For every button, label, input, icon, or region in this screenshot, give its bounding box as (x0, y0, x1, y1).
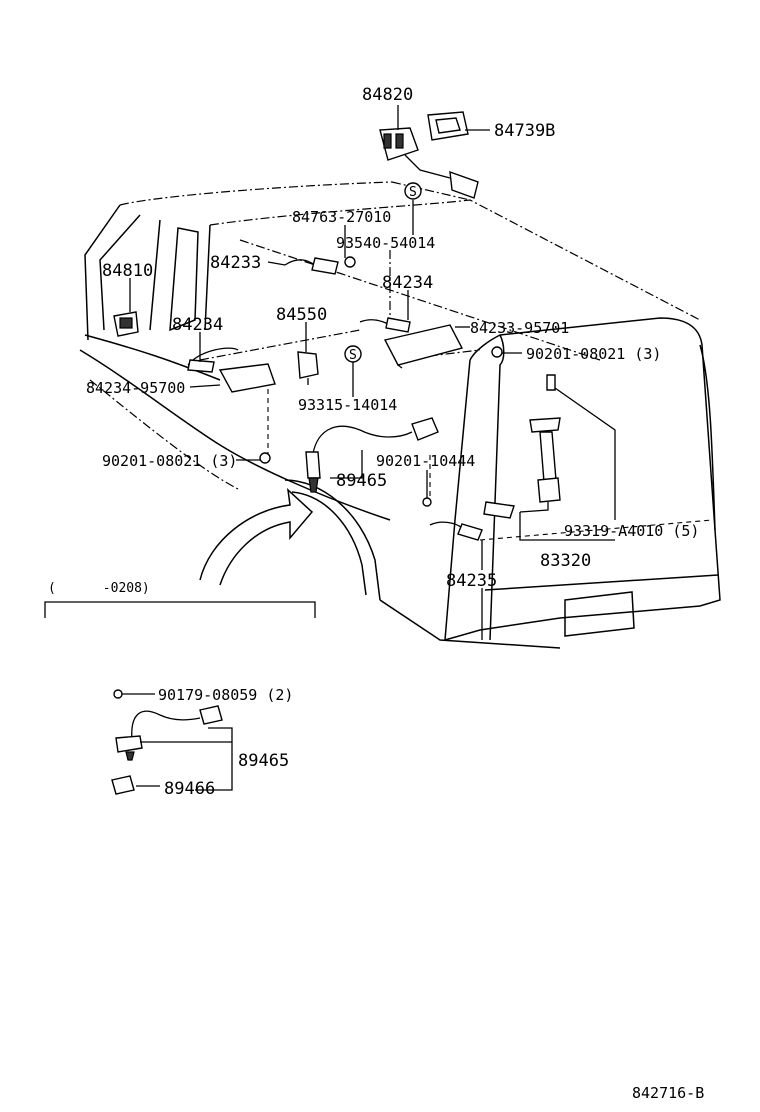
wire-84235 (429, 521, 483, 541)
fuel-sender-83320 (483, 374, 561, 519)
oxygen-sensor-89465-main (305, 417, 439, 493)
leader-89465-inset-bracket (195, 727, 233, 791)
leader-93319-a (554, 387, 616, 520)
label-90201-08021-left: 90201-08021 (3) (102, 452, 237, 470)
wire-84233 (284, 256, 356, 275)
leader-89465-main (330, 450, 363, 479)
inset-sensor-tip (125, 751, 135, 761)
bracket-84234-95700 (218, 363, 276, 393)
label-90201-08021-right: 90201-08021 (3) (526, 345, 661, 363)
label-84234-95700: 84234-95700 (86, 379, 185, 397)
bumper-crease (484, 574, 719, 591)
wire-84234-left (187, 347, 276, 393)
hitch-plate (564, 591, 635, 637)
body-side-crease (79, 349, 391, 521)
nut-90201-08021-left (259, 452, 271, 464)
leader-84234-95700 (189, 384, 221, 388)
bolt-93319-a4010 (546, 374, 556, 391)
body-belt-line (84, 334, 221, 381)
label-84820: 84820 (362, 85, 413, 105)
part-number-labels: 84820 84739B 84763-27010 93540-54014 848… (48, 85, 704, 1102)
label-84234-left: 84234 (172, 315, 223, 335)
nut-90201-08021-right (491, 346, 503, 358)
wheel-arch-outer (284, 479, 381, 601)
label-bracket-note: ( -0208) (48, 581, 150, 596)
roof-rear-line (391, 181, 471, 201)
leader-83320 (519, 512, 615, 541)
b-pillar (149, 219, 161, 331)
label-84233: 84233 (210, 253, 261, 273)
screw-marker-lower-text: S (349, 348, 357, 363)
wheel-arch-inner (291, 491, 367, 596)
bezel-84739b (427, 111, 469, 141)
label-83320: 83320 (540, 551, 591, 571)
label-93540-54014: 93540-54014 (336, 234, 435, 252)
label-93319-a4010: 93319-A4010 (5) (564, 522, 699, 540)
inset-panel (44, 601, 316, 795)
cab-roof-line (119, 181, 393, 206)
inset-sensor-wire (131, 710, 201, 741)
label-84763-27010: 84763-27010 (292, 208, 391, 226)
label-93315-14014: 93315-14014 (298, 396, 397, 414)
clip-93540-marker (344, 256, 356, 268)
relay-84550 (297, 351, 319, 385)
label-84235: 84235 (446, 571, 497, 591)
door-window-frame (99, 214, 141, 331)
screw-marker-upper: S (404, 182, 422, 200)
c-pillar (204, 224, 211, 331)
vehicle-body-outline (79, 181, 721, 649)
bed-corner-edge (489, 334, 505, 641)
label-84234-upper: 84234 (382, 273, 433, 293)
figure-code: 842716-B (632, 1084, 704, 1102)
bumper-top-dash (479, 519, 713, 541)
switch-84820 (379, 127, 479, 199)
label-89465-main: 89465 (336, 471, 387, 491)
label-84739b: 84739B (494, 121, 555, 141)
label-90201-10444: 90201-10444 (376, 452, 475, 470)
inset-sensor-connector (199, 705, 223, 725)
nut-90201-10444 (422, 497, 432, 507)
bed-side-edge (444, 359, 471, 641)
bolt-90179-08059 (113, 689, 123, 699)
label-84810: 84810 (102, 261, 153, 281)
assembly-arrow (199, 488, 314, 586)
rocker-line (379, 599, 561, 649)
inset-sensor-body (115, 735, 143, 753)
side-lower-dash (89, 379, 241, 491)
rear-lamp-edge (699, 344, 716, 531)
bracket-84233-95701 (383, 324, 464, 369)
wire-84234-upper (359, 317, 411, 333)
cab-front-pillar (84, 204, 121, 341)
switch-84810 (113, 311, 139, 337)
leader-84233 (267, 261, 286, 266)
ref-line-d (199, 329, 361, 361)
gasket-89466 (111, 775, 135, 795)
label-84233-95701: 84233-95701 (470, 319, 569, 337)
screw-marker-lower: S (344, 345, 362, 363)
bed-top-line (209, 199, 701, 321)
bed-rear-panel (444, 317, 721, 641)
label-90179-08059: 90179-08059 (2) (158, 686, 293, 704)
label-89465-inset: 89465 (238, 751, 289, 771)
screw-marker-upper-text: S (409, 185, 417, 200)
inset-bracket-line (44, 601, 316, 618)
label-leaders (129, 105, 616, 640)
label-84550: 84550 (276, 305, 327, 325)
label-89466: 89466 (164, 779, 215, 799)
rear-side-window (169, 227, 199, 332)
